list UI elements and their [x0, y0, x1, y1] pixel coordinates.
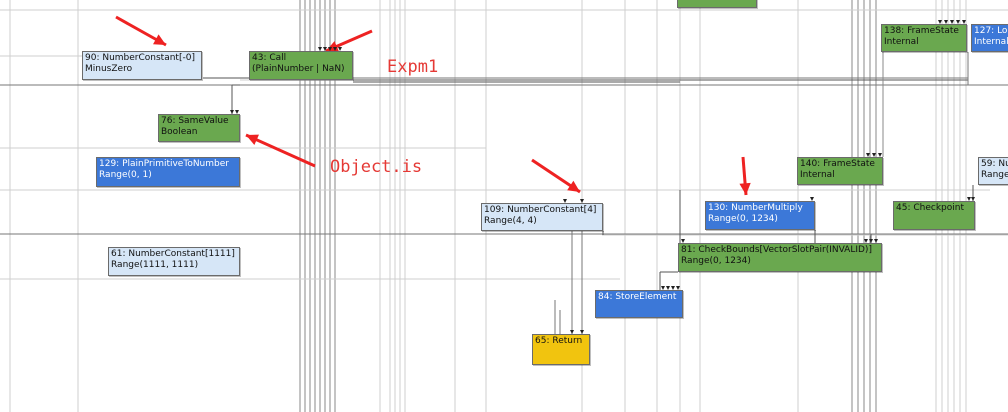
input-port	[323, 47, 327, 51]
input-port	[671, 286, 675, 290]
graph-node[interactable]: 84: StoreElement	[595, 290, 683, 318]
graph-node[interactable]: 90: NumberConstant[-0]MinusZero	[82, 51, 202, 80]
input-port	[971, 197, 975, 201]
graph-node[interactable]	[677, 0, 757, 8]
node-type: MinusZero	[85, 64, 133, 74]
node-type: Range(0, 1234)	[681, 256, 751, 266]
graph-node[interactable]: 81: CheckBounds[VectorSlotPair(INVALID)]…	[678, 243, 882, 272]
input-port	[230, 110, 234, 114]
node-label: 76: SameValue	[161, 116, 229, 126]
input-port	[944, 20, 948, 24]
graph-node[interactable]: 65: Return	[532, 334, 590, 365]
input-port	[570, 330, 574, 334]
node-type: Boolean	[161, 127, 198, 137]
node-label: 43: Call	[252, 53, 287, 63]
node-label: 84: StoreElement	[598, 292, 677, 302]
annotation-expm1: Expm1	[387, 57, 439, 77]
input-port	[235, 110, 239, 114]
node-label: 59: Nu	[981, 159, 1008, 169]
graph-node[interactable]: 43: Call(PlainNumber | NaN)	[249, 51, 353, 80]
node-type: Range(0, 1234)	[708, 214, 778, 224]
node-type: Range	[981, 170, 1008, 180]
input-port	[878, 153, 882, 157]
node-label: 140: FrameState	[800, 159, 875, 169]
input-port	[338, 47, 342, 51]
annotation-arrow	[567, 180, 580, 192]
node-label: 129: PlainPrimitiveToNumber	[99, 159, 229, 169]
input-port	[676, 286, 680, 290]
input-port	[563, 199, 567, 203]
node-label: 130: NumberMultiply	[708, 203, 803, 213]
input-port	[938, 20, 942, 24]
node-label: 109: NumberConstant[4]	[484, 205, 597, 215]
input-port	[872, 153, 876, 157]
annotation-arrow	[739, 182, 751, 195]
node-type: Range(4, 4)	[484, 216, 537, 226]
node-label: 45: Checkpoint	[896, 203, 964, 213]
graph-node[interactable]: 61: NumberConstant[1111]Range(1111, 1111…	[108, 247, 240, 276]
node-type: (PlainNumber | NaN)	[252, 64, 345, 74]
input-port	[580, 199, 584, 203]
node-type: Internal	[974, 37, 1008, 47]
node-label: 65: Return	[535, 336, 583, 346]
input-port	[318, 47, 322, 51]
node-label: 138: FrameState	[884, 26, 959, 36]
input-port	[864, 239, 868, 243]
input-port	[681, 239, 685, 243]
node-label: 90: NumberConstant[-0]	[85, 53, 195, 63]
input-port	[874, 239, 878, 243]
node-type: Range(1111, 1111)	[111, 260, 199, 270]
node-type: Internal	[884, 37, 919, 47]
input-port	[666, 286, 670, 290]
node-label: 81: CheckBounds[VectorSlotPair(INVALID)]	[681, 245, 872, 255]
annotation-arrow	[246, 134, 259, 145]
input-port	[869, 239, 873, 243]
node-label: 61: NumberConstant[1111]	[111, 249, 235, 259]
input-port	[328, 47, 332, 51]
input-port	[866, 153, 870, 157]
input-port	[580, 330, 584, 334]
annotation-arrow	[153, 34, 166, 45]
annotation-objectis: Object.is	[330, 157, 423, 177]
graph-node[interactable]: 109: NumberConstant[4]Range(4, 4)	[481, 203, 603, 231]
node-label: 127: Lo	[974, 26, 1008, 36]
input-port	[962, 20, 966, 24]
node-type: Internal	[800, 170, 835, 180]
graph-node[interactable]: 45: Checkpoint	[893, 201, 975, 230]
input-port	[956, 20, 960, 24]
input-port	[950, 20, 954, 24]
input-port	[810, 197, 814, 201]
input-port	[333, 47, 337, 51]
node-type: Range(0, 1)	[99, 170, 152, 180]
input-port	[967, 197, 971, 201]
input-port	[661, 286, 665, 290]
